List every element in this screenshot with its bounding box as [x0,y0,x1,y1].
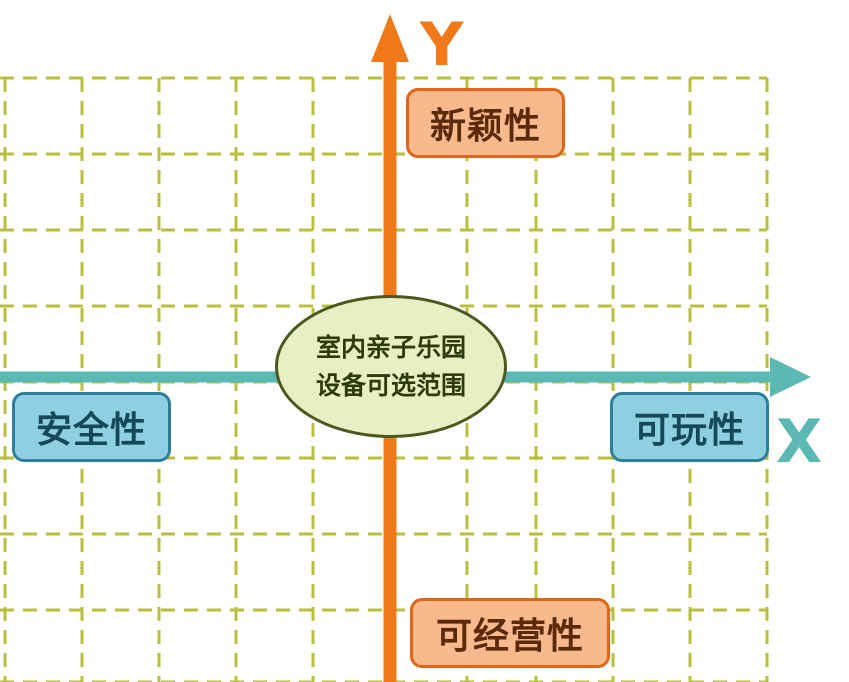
x-axis-label: X [776,407,823,477]
novelty-tag: 新颖性 [406,88,565,158]
x-axis-arrowhead [770,357,811,397]
y-axis-label: Y [420,10,464,80]
safety-tag: 安全性 [12,392,171,462]
y-axis-arrowhead [371,14,409,62]
center-text-line1: 室内亲子乐园 [315,332,466,362]
playability-tag: 可玩性 [610,392,769,462]
center-ellipse: 室内亲子乐园 设备可选范围 [275,295,507,438]
operability-tag: 可经营性 [410,598,610,668]
center-text-line2: 设备可选范围 [315,370,466,400]
